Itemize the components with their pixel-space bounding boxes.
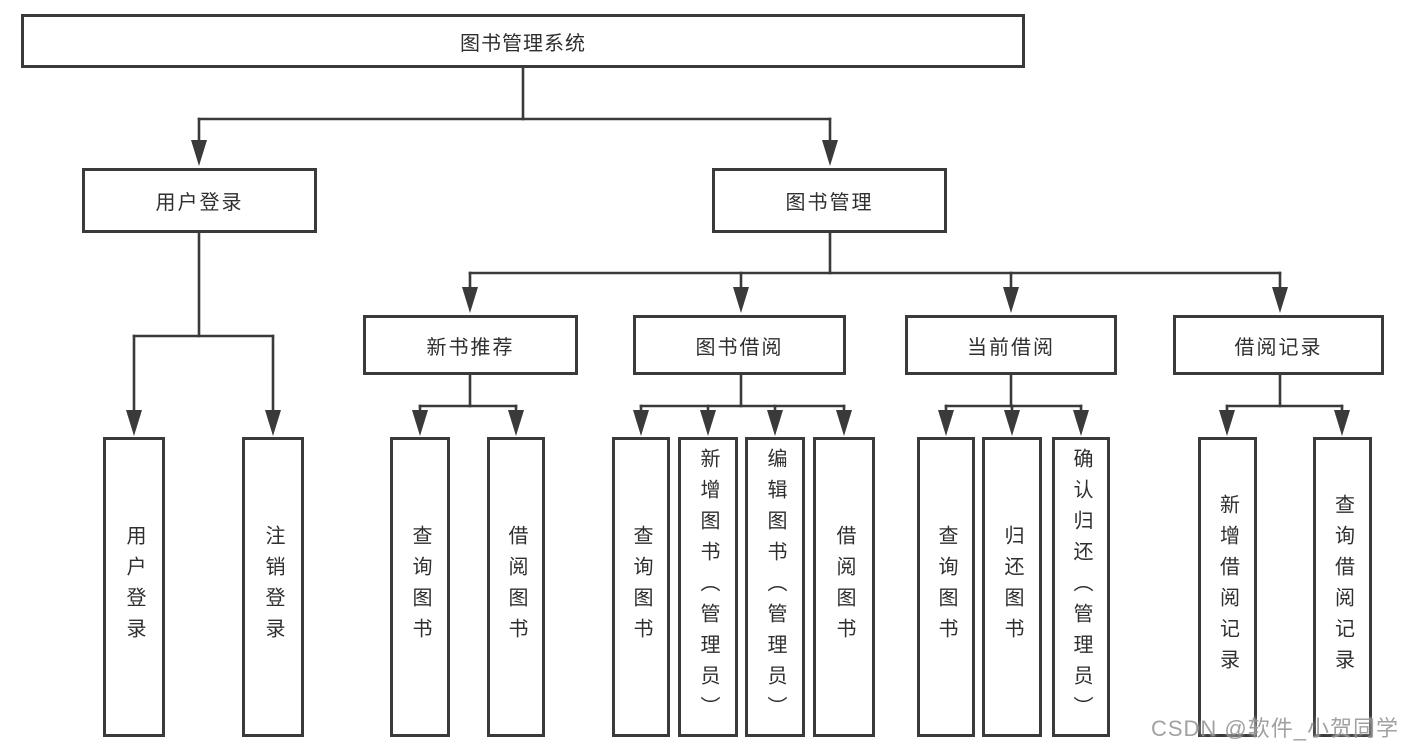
node-new-book-recommend: 新书推荐 (363, 315, 578, 375)
arrowhead-icon (733, 287, 749, 313)
leaf-label: 新增借阅记录 (1216, 494, 1239, 680)
node-label: 用户登录 (155, 192, 244, 214)
node-label: 新书推荐 (426, 336, 515, 359)
leaf-label: 归还图书 (1001, 525, 1023, 649)
arrowhead-icon (412, 410, 428, 436)
leaf-label: 借阅图书 (833, 525, 855, 649)
arrowhead-icon (126, 410, 142, 436)
leaf-current-query-books: 查询图书 (917, 437, 975, 737)
arrowhead-icon (836, 410, 852, 436)
leaf-current-return-books: 归还图书 (982, 437, 1042, 737)
arrowhead-icon (1272, 287, 1288, 313)
leaf-bookborrow-add-books-admin: 新增图书（管理员） (678, 437, 738, 737)
leaf-label: 查询图书 (935, 525, 957, 649)
leaf-bookborrow-edit-books-admin: 编辑图书（管理员） (745, 437, 805, 737)
leaf-records-add-record: 新增借阅记录 (1198, 437, 1257, 737)
connector-bookmgmt-to-level3 (462, 231, 1288, 313)
arrowhead-icon (767, 410, 783, 436)
node-current-borrow: 当前借阅 (905, 315, 1117, 375)
csdn-watermark: CSDN @软件_小贺同学 (1150, 716, 1399, 741)
arrowhead-icon (1219, 410, 1235, 436)
leaf-current-confirm-return-admin: 确认归还（管理员） (1052, 437, 1110, 737)
leaf-label: 查询图书 (409, 525, 431, 649)
connector-records-to-leaves (1219, 373, 1350, 436)
leaf-label: 查询图书 (630, 525, 652, 649)
node-book-management: 图书管理 (712, 168, 947, 233)
leaf-newbooks-borrow-books: 借阅图书 (487, 437, 545, 737)
node-label: 当前借阅 (967, 336, 1055, 359)
node-label: 图书管理 (785, 192, 874, 214)
leaf-label: 用户登录 (123, 525, 145, 649)
leaf-label: 确认归还（管理员） (1070, 447, 1092, 727)
leaf-label: 新增图书（管理员） (697, 447, 719, 727)
arrowhead-icon (1003, 287, 1019, 313)
arrowhead-icon (508, 410, 524, 436)
arrowhead-icon (822, 140, 838, 166)
connector-bookborrow-to-leaves (633, 373, 852, 436)
node-system-root: 图书管理系统 (21, 14, 1025, 68)
connector-root-to-level2 (191, 66, 838, 166)
leaf-bookborrow-query-books: 查询图书 (612, 437, 670, 737)
arrowhead-icon (462, 287, 478, 313)
arrowhead-icon (1004, 410, 1020, 436)
arrowhead-icon (265, 410, 281, 436)
node-label: 借阅记录 (1234, 336, 1323, 359)
leaf-label: 编辑图书（管理员） (764, 447, 786, 727)
leaf-label: 借阅图书 (505, 525, 527, 649)
arrowhead-icon (1073, 410, 1089, 436)
arrowhead-icon (191, 140, 207, 166)
node-label: 图书借阅 (695, 336, 784, 359)
connector-userlogin-to-leaves (126, 231, 281, 436)
node-borrow-records: 借阅记录 (1173, 315, 1384, 375)
node-book-borrow: 图书借阅 (633, 315, 846, 375)
node-user-login: 用户登录 (82, 168, 317, 233)
leaf-bookborrow-borrow-books: 借阅图书 (813, 437, 875, 737)
connector-currentborrow-to-leaves (938, 373, 1089, 436)
arrowhead-icon (938, 410, 954, 436)
arrowhead-icon (633, 410, 649, 436)
leaf-label: 查询借阅记录 (1331, 494, 1354, 680)
arrowhead-icon (1334, 410, 1350, 436)
leaf-newbooks-query-books: 查询图书 (390, 437, 450, 737)
node-label: 图书管理系统 (460, 32, 586, 55)
leaf-logout: 注销登录 (242, 437, 304, 737)
arrowhead-icon (700, 410, 716, 436)
connector-newbooks-to-leaves (412, 373, 524, 436)
leaf-label: 注销登录 (262, 525, 284, 649)
leaf-user-login: 用户登录 (103, 437, 165, 737)
leaf-records-query-record: 查询借阅记录 (1313, 437, 1372, 737)
